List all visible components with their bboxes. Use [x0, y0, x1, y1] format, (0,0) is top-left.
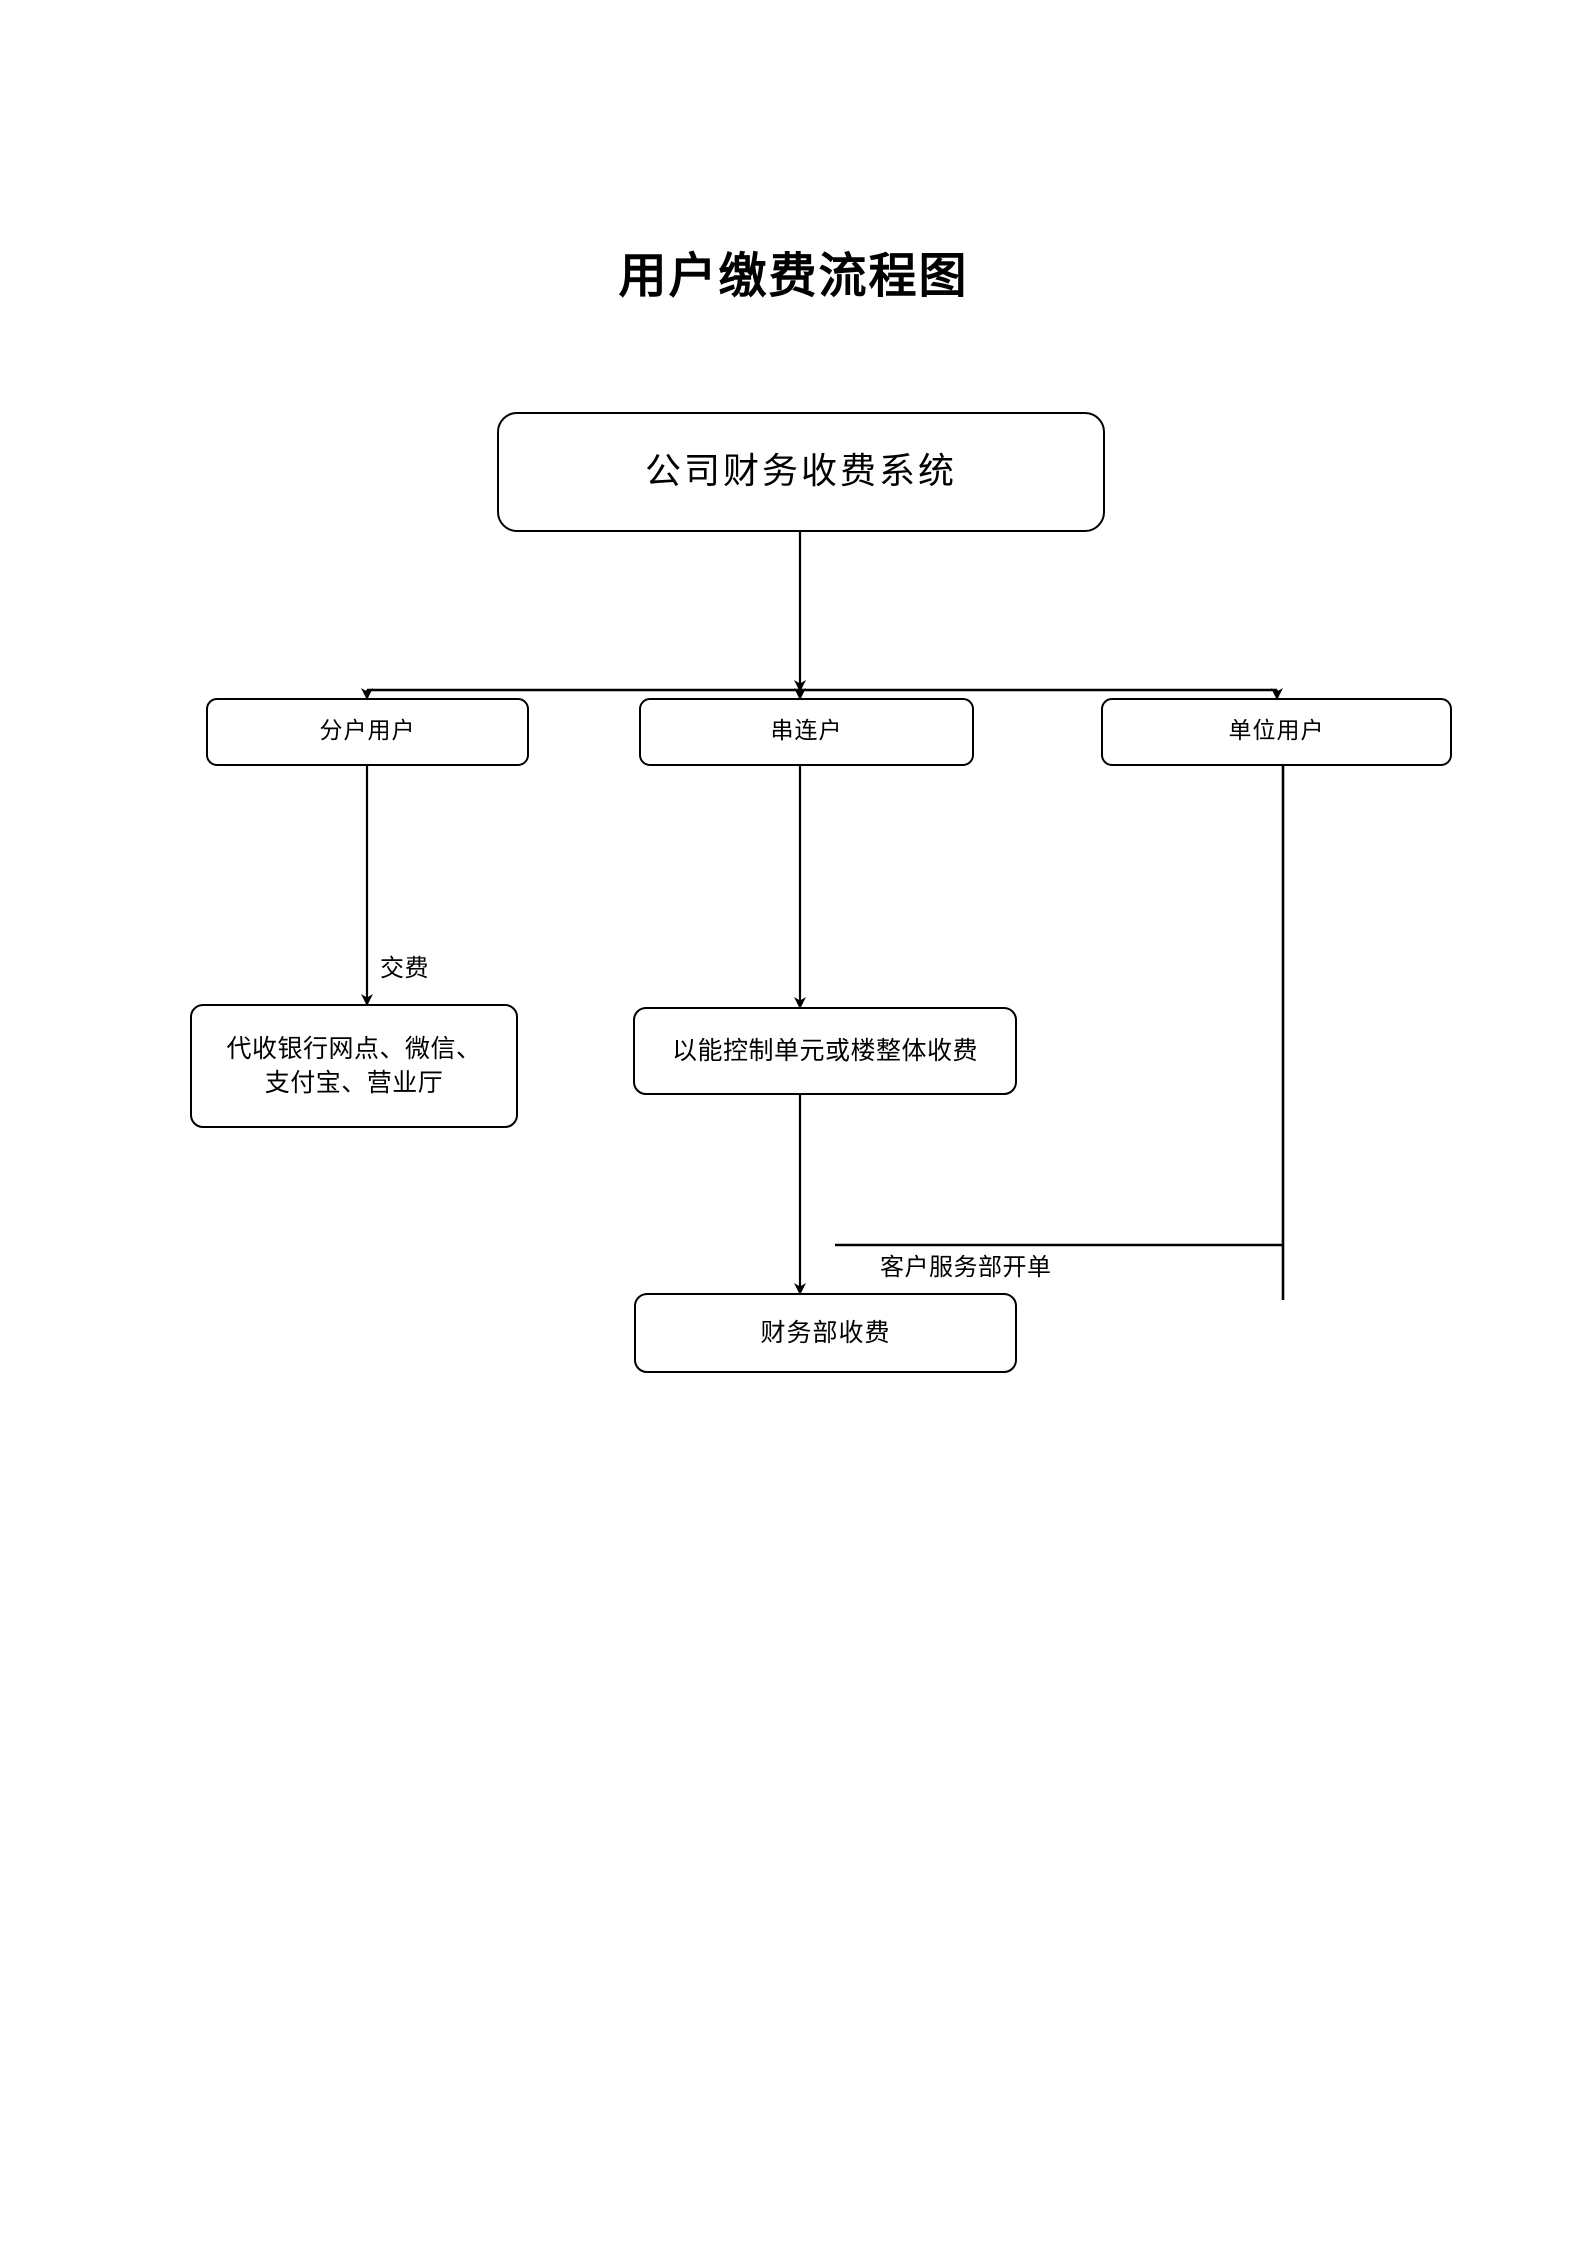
node-label: 财务部收费 [760, 1318, 891, 1348]
node-payment-channels[interactable]: 代收银行网点、微信、 支付宝、营业厅 [190, 1004, 518, 1128]
node-series-connected-households[interactable]: 串连户 [639, 698, 974, 766]
node-label: 以能控制单元或楼整体收费 [671, 1036, 978, 1066]
node-unit-or-building-billing[interactable]: 以能控制单元或楼整体收费 [633, 1007, 1017, 1095]
node-label: 串连户 [770, 718, 843, 745]
page-title: 用户缴费流程图 [618, 248, 969, 304]
node-company-finance-system[interactable]: 公司财务收费系统 [497, 412, 1105, 532]
node-individual-household-users[interactable]: 分户用户 [206, 698, 529, 766]
node-label: 单位用户 [1228, 718, 1325, 745]
node-institutional-users[interactable]: 单位用户 [1101, 698, 1452, 766]
edge-label-pay-fee: 交费 [380, 954, 429, 982]
node-finance-department-charging[interactable]: 财务部收费 [634, 1293, 1017, 1373]
edge-label-customer-service-bill: 客户服务部开单 [880, 1253, 1052, 1281]
node-label: 公司财务收费系统 [644, 450, 957, 492]
node-label-line-2: 支付宝、营业厅 [264, 1068, 444, 1097]
node-label-wrapper: 代收银行网点、微信、 支付宝、营业厅 [226, 1032, 481, 1100]
node-label-line-1: 代收银行网点、微信、 [226, 1034, 482, 1064]
node-label: 分户用户 [319, 718, 416, 745]
